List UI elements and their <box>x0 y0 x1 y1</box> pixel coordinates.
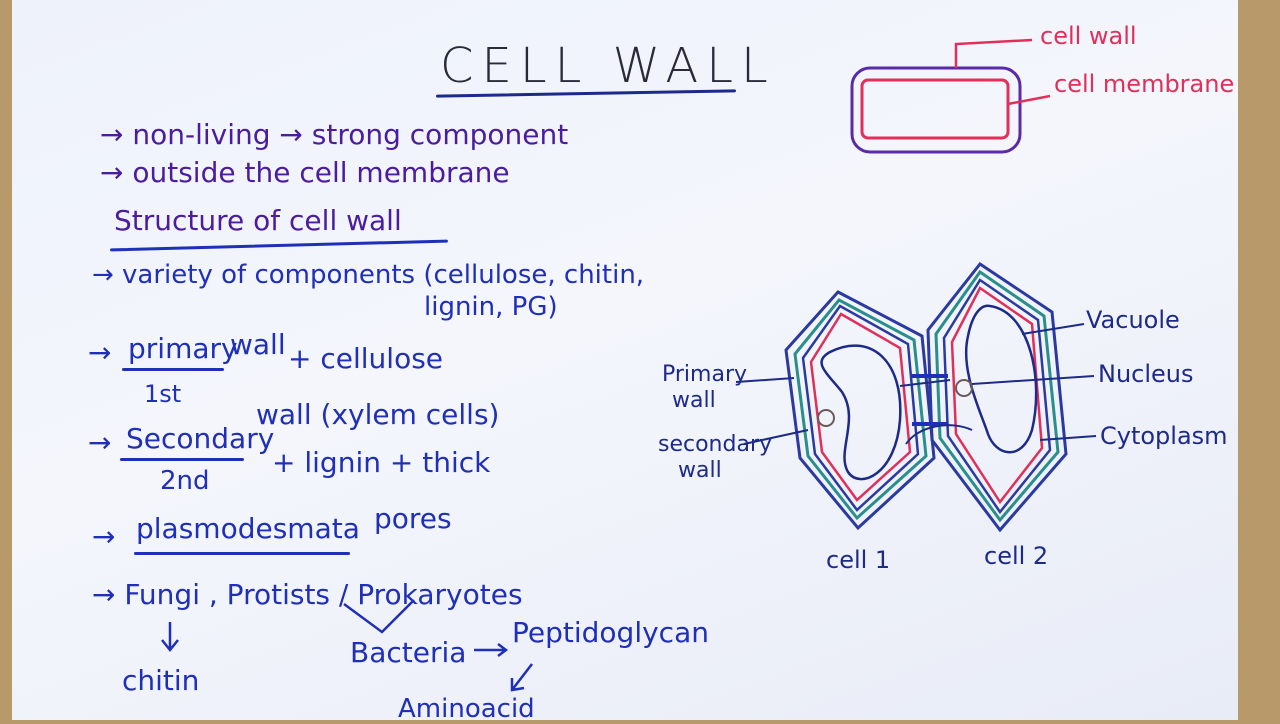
cytoplasm-label: Cytoplasm <box>1100 422 1228 450</box>
secondary-wall-label: secondary <box>658 432 773 457</box>
cell1-label: cell 1 <box>826 546 891 574</box>
cell2-label: cell 2 <box>984 542 1049 570</box>
secondary-arrow: → <box>88 426 112 459</box>
secondary-underline <box>120 458 244 461</box>
fungi-line: → Fungi , Protists / Prokaryotes <box>92 578 523 611</box>
plasmo-arrow: → <box>92 520 116 553</box>
page-title: CELL WALL <box>440 38 776 94</box>
chitin-label: chitin <box>122 664 200 697</box>
primary-plus: + cellulose <box>288 342 444 375</box>
cell-membrane-label: cell membrane <box>1054 70 1235 98</box>
primary-arrow: → <box>88 336 112 369</box>
structure-heading: Structure of cell wall <box>114 204 402 237</box>
nucleus-label: Nucleus <box>1098 360 1194 388</box>
vacuole-label: Vacuole <box>1086 306 1180 334</box>
note-line-2: → outside the cell membrane <box>100 156 510 189</box>
amino-label: Aminoacid <box>398 694 535 724</box>
primary-wall-label: Primary <box>662 362 748 387</box>
secondary-rest: wall (xylem cells) <box>256 398 500 431</box>
primary-sub: 1st <box>144 380 182 408</box>
variety-line: → variety of components (cellulose, chit… <box>92 260 645 290</box>
note-line-1: → non-living → strong component <box>100 118 569 151</box>
secondary-sub: 2nd <box>160 466 210 496</box>
plasmo-underline <box>134 552 350 555</box>
secondary-wall-label-2: wall <box>678 458 722 483</box>
primary-wall-label-2: wall <box>672 388 716 413</box>
secondary-plus: + lignin + thick <box>272 446 491 479</box>
cell-wall-label: cell wall <box>1040 22 1137 50</box>
primary-rest: wall <box>230 328 286 361</box>
secondary-word: Secondary <box>126 422 275 455</box>
plasmo-word: plasmodesmata <box>136 512 360 545</box>
peptido-label: Peptidoglycan <box>512 616 709 649</box>
bacteria-label: Bacteria <box>350 636 467 669</box>
primary-underline <box>122 368 224 371</box>
primary-word: primary <box>128 332 238 365</box>
plasmo-rest: pores <box>374 502 452 535</box>
variety-line-2: lignin, PG) <box>424 292 558 322</box>
